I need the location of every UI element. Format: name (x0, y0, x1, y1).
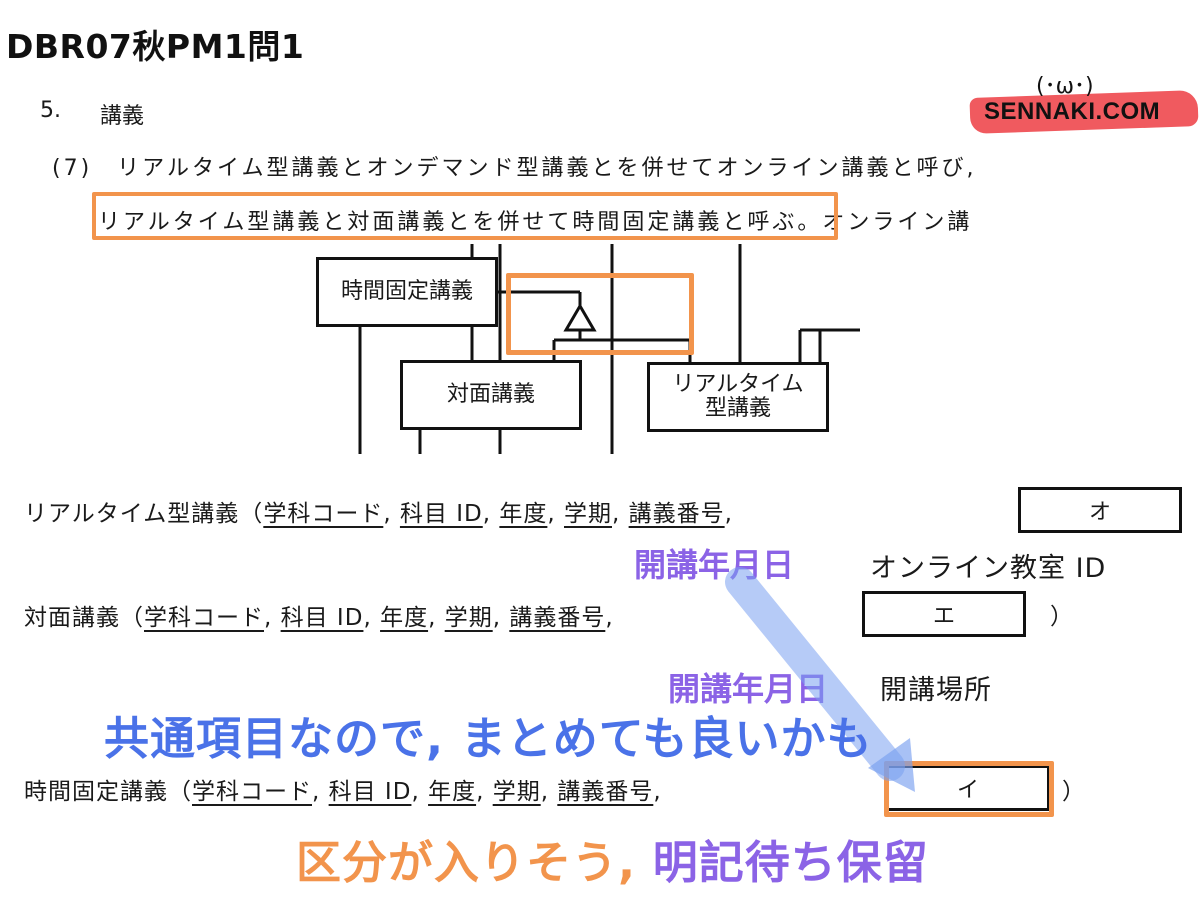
relation-face-to-face-lecture: 対面講義（学科コード, 科目 ID, 年度, 学期, 講義番号, (24, 598, 614, 632)
note-pending-text: 明記待ち保留 (652, 836, 929, 889)
entity-realtime-label-2: 型講義 (704, 396, 771, 421)
note-orange-text: 区分が入りそう, (296, 836, 637, 889)
separator: , (612, 501, 621, 527)
field-online-room-id: オンライン教室 ID (870, 553, 1107, 584)
relation-name: 時間固定講義（ (24, 779, 192, 805)
logo-text: SENNAKI.COM (984, 98, 1161, 125)
field-venue: 開講場所 (880, 675, 992, 706)
relation-name: 対面講義（ (24, 605, 144, 631)
attr-dept-code: 学科コード (192, 779, 312, 805)
attr-lecture-no: 講義番号 (628, 501, 725, 527)
separator: , (411, 779, 420, 805)
attr-subject-id: 科目 ID (328, 779, 412, 805)
note-category: 区分が入りそう, 明記待ち保留 (296, 826, 929, 891)
section-number: 5. (40, 98, 61, 123)
separator: , (482, 501, 492, 527)
section-title: 講義 (100, 104, 145, 129)
relation-realtime-lecture: リアルタイム型講義（学科コード, 科目 ID, 年度, 学期, 講義番号, (24, 494, 733, 528)
annotation-open-date-1: 開講年月日 (634, 546, 795, 584)
separator: , (383, 501, 392, 527)
site-logo[interactable]: (･ω･) SENNAKI.COM (969, 68, 1199, 138)
note-common-items: 共通項目なので, まとめても良いかも (104, 712, 873, 765)
separator: , (363, 605, 372, 631)
attr-year: 年度 (380, 605, 429, 631)
attr-term: 学期 (444, 605, 493, 631)
separator: , (476, 779, 485, 805)
attr-lecture-no: 講義番号 (557, 779, 654, 805)
close-paren: ） (1062, 779, 1085, 805)
answer-blank-o[interactable]: オ (1018, 487, 1182, 533)
answer-blank-e[interactable]: エ (862, 591, 1026, 637)
highlight-box-generalization (506, 273, 694, 355)
separator: , (312, 779, 321, 805)
logo-face-icon: (･ω･) (1036, 74, 1094, 99)
separator: , (547, 501, 556, 527)
attr-subject-id: 科目 ID (280, 605, 364, 631)
attr-dept-code: 学科コード (144, 605, 264, 631)
er-diagram-fragment: 時間固定講義 対面講義 リアルタイム 型講義 (300, 244, 860, 454)
entity-time-fixed-lecture: 時間固定講義 (316, 257, 498, 327)
separator: , (540, 779, 549, 805)
page-title: DBR07秋PM1問1 (6, 27, 305, 66)
highlight-box-blank-i (884, 761, 1054, 817)
attr-term: 学期 (564, 501, 612, 527)
highlight-box-sentence (92, 192, 838, 240)
attr-term: 学期 (492, 779, 541, 805)
relation-name: リアルタイム型講義（ (24, 501, 264, 527)
attr-lecture-no: 講義番号 (509, 605, 606, 631)
paragraph-line-1: (7) リアルタイム型講義とオンデマンド型講義とを併せてオンライン講義と呼び, (52, 156, 977, 181)
attr-dept-code: 学科コード (263, 501, 384, 527)
attr-year: 年度 (499, 501, 548, 527)
entity-realtime-lecture: リアルタイム 型講義 (647, 362, 829, 432)
separator: , (492, 605, 501, 631)
separator: , (428, 605, 437, 631)
separator: , (724, 501, 733, 527)
separator: , (653, 779, 662, 805)
entity-face-to-face-lecture: 対面講義 (400, 360, 582, 430)
attr-year: 年度 (428, 779, 477, 805)
paragraph-line-2: リアルタイム型講義と対面講義とを併せて時間固定講義と呼ぶ。オンライン講 (98, 210, 973, 235)
relation-time-fixed-lecture: 時間固定講義（学科コード, 科目 ID, 年度, 学期, 講義番号, (24, 772, 662, 806)
entity-realtime-label-1: リアルタイム (672, 371, 804, 397)
attr-subject-id: 科目 ID (399, 501, 483, 527)
separator: , (264, 605, 273, 631)
separator: , (605, 605, 614, 631)
close-paren: ） (1050, 604, 1073, 630)
